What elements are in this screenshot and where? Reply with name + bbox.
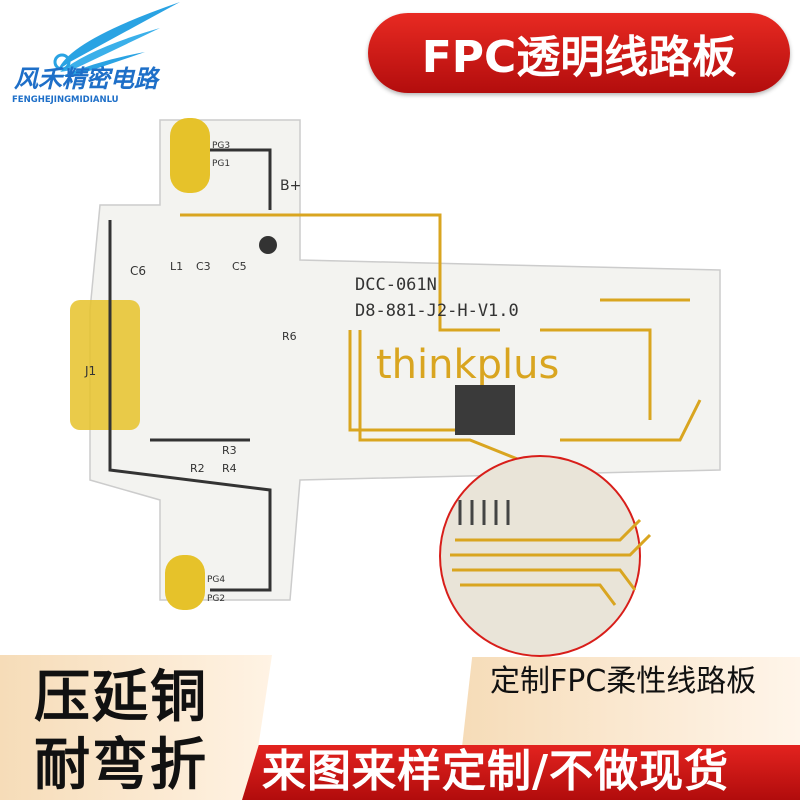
logo-name-cn: 风禾精密电路 bbox=[14, 65, 158, 93]
silk-label: PG3 bbox=[212, 141, 230, 151]
silk-label: R2 bbox=[190, 462, 205, 475]
board-brand-print: thinkplus bbox=[376, 342, 559, 388]
page-title: FPC透明线路板 bbox=[421, 32, 737, 83]
copper-traces bbox=[180, 213, 702, 462]
ic-chip bbox=[455, 385, 515, 435]
feature-panel bbox=[0, 655, 272, 800]
board-substrate bbox=[89, 119, 721, 601]
magnifier-inset bbox=[439, 455, 652, 657]
feature-text: 压延铜 耐弯折 bbox=[34, 664, 208, 800]
feature-line-1: 压延铜 bbox=[34, 665, 208, 730]
silk-label: C3 bbox=[196, 260, 211, 273]
silk-label: L1 bbox=[170, 260, 183, 273]
silk-label: PG1 bbox=[212, 159, 230, 169]
feature-line-2: 耐弯折 bbox=[34, 733, 208, 798]
silk-label: PG4 bbox=[207, 575, 225, 585]
title-badge: FPC透明线路板 bbox=[368, 13, 790, 93]
silk-label: PG2 bbox=[207, 594, 225, 604]
silk-label: R4 bbox=[222, 462, 237, 475]
silk-label: R3 bbox=[222, 444, 237, 457]
silk-label: D8-881-J2-H-V1.0 bbox=[355, 301, 519, 321]
silk-label: R6 bbox=[282, 330, 297, 343]
gold-pads bbox=[70, 118, 210, 610]
custom-order-banner bbox=[242, 745, 800, 800]
silk-label: B+ bbox=[280, 178, 301, 194]
fpc-board-photo: thinkplus DCC-061N D8-881-J2-H-V1.0 PG3 … bbox=[70, 118, 721, 657]
black-traces bbox=[108, 148, 272, 592]
via-hole bbox=[259, 236, 277, 254]
silk-label: C5 bbox=[232, 260, 247, 273]
subtitle-strip bbox=[462, 657, 800, 747]
silk-label: J1 bbox=[84, 364, 96, 378]
silk-label: DCC-061N bbox=[355, 275, 437, 295]
wing-logo-icon bbox=[53, 2, 180, 76]
silk-label: C6 bbox=[130, 264, 146, 278]
custom-order-text: 来图来样定制/不做现货 bbox=[262, 746, 730, 797]
subtitle: 定制FPC柔性线路板 bbox=[490, 664, 757, 699]
logo-name-en: FENGHEJINGMIDIANLU bbox=[12, 95, 119, 105]
